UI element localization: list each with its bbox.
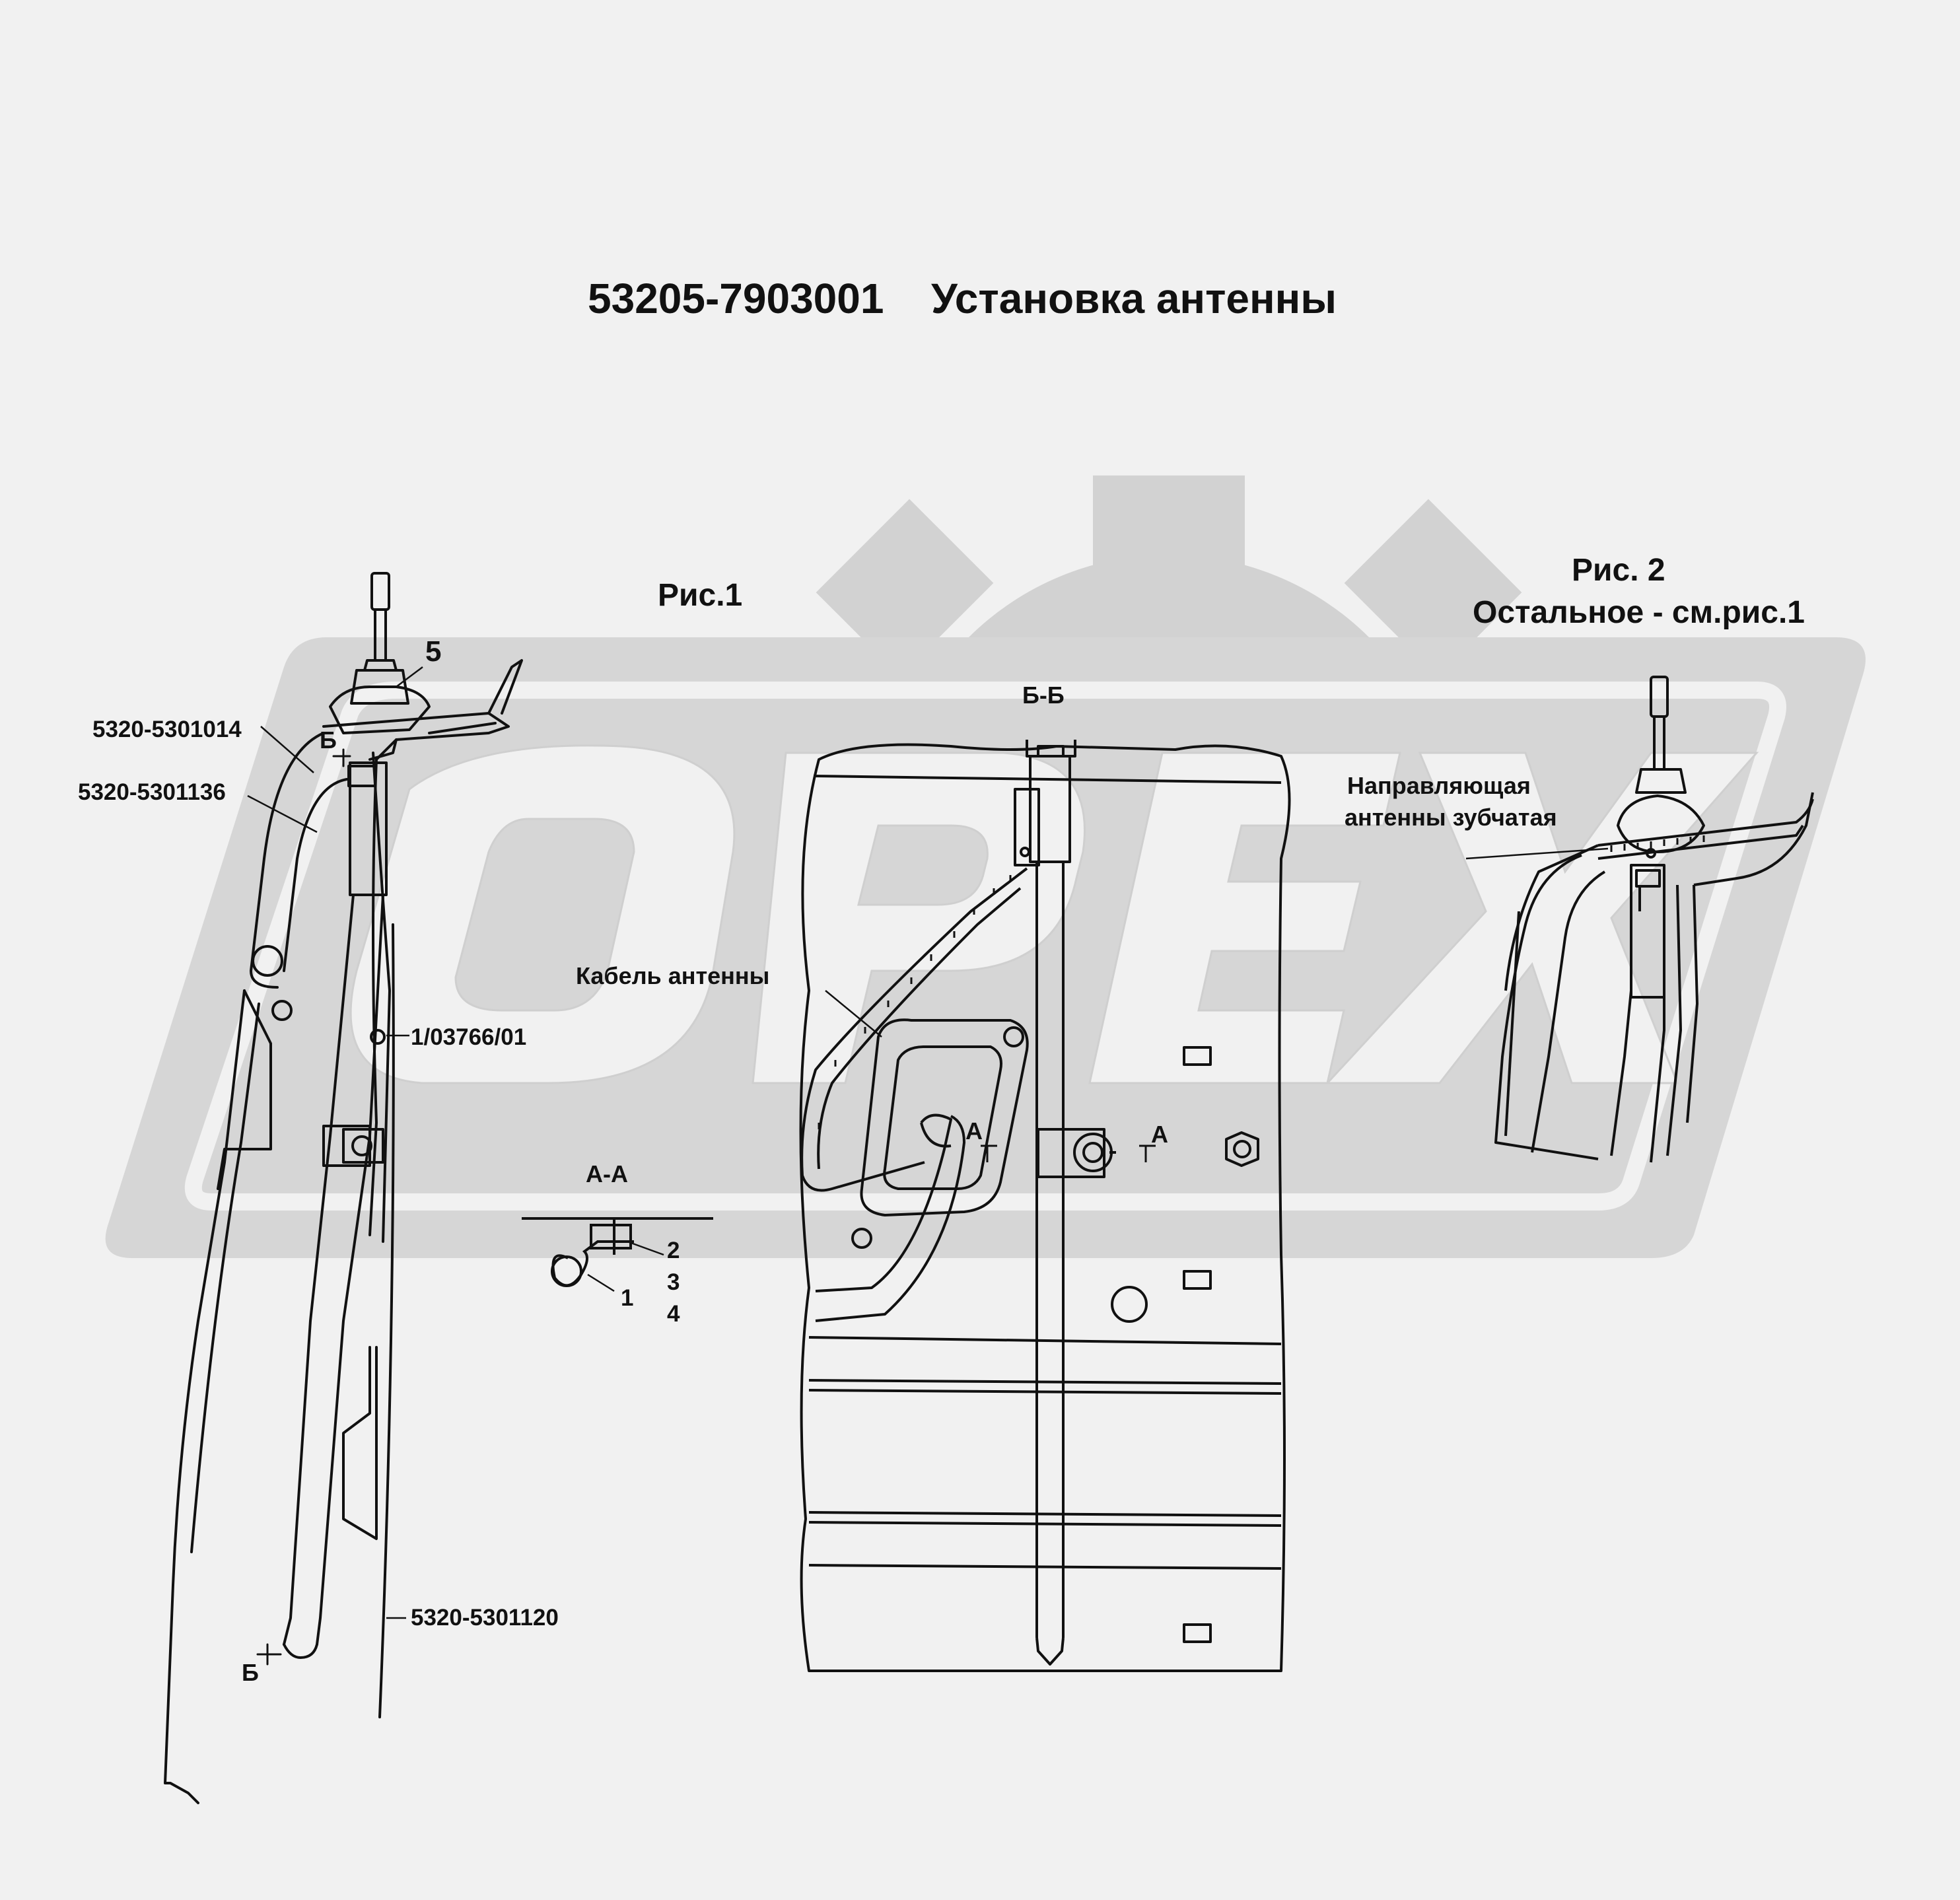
hinge-ball xyxy=(252,945,283,977)
item-5-label: 5 xyxy=(425,635,442,668)
section-a-marker-right: А xyxy=(1151,1121,1168,1148)
side-view-drawing xyxy=(164,572,523,1804)
title-name: Установка антенны xyxy=(931,275,1337,322)
fig2-note: Остальное - см.рис.1 xyxy=(1473,595,1805,630)
section-bb-view xyxy=(799,740,1291,1672)
detail-number-3: 3 xyxy=(667,1269,680,1295)
detail-number-2: 2 xyxy=(667,1238,680,1263)
leader-lines-left xyxy=(247,666,423,1619)
watermark-letters xyxy=(349,744,1759,1084)
guide-callout-line2: антенны зубчатая xyxy=(1345,804,1557,831)
title-code: 53205-7903001 xyxy=(588,275,884,322)
antenna-tip xyxy=(370,572,390,611)
cable-leader-line xyxy=(825,990,882,1038)
fig2-label: Рис. 2 xyxy=(1572,553,1665,588)
section-bb-title: Б-Б xyxy=(1022,682,1065,709)
fig2-view xyxy=(1494,676,1814,1163)
antenna-cable-callout: Кабель антенны xyxy=(576,962,770,989)
part-number-5320-5301120: 5320-5301120 xyxy=(411,1605,559,1631)
mast-sleeve xyxy=(349,761,388,896)
section-aa-title: А-А xyxy=(586,1160,628,1187)
part-number-5320-5301014: 5320-5301014 xyxy=(92,717,242,742)
section-b-marker-top: Б xyxy=(320,726,337,754)
detail-number-1: 1 xyxy=(621,1285,634,1311)
section-aa-detail xyxy=(522,1217,713,1292)
section-b-marker-bottom: Б xyxy=(242,1659,259,1686)
antenna-base-nut xyxy=(350,669,409,705)
part-number-1-03766-01: 1/03766/01 xyxy=(411,1024,527,1050)
guide-leader-line xyxy=(1465,847,1609,860)
watermark-logo xyxy=(105,475,1866,1258)
part-number-5320-5301136: 5320-5301136 xyxy=(78,779,226,805)
guide-callout-line1: Направляющая xyxy=(1347,772,1531,799)
detail-number-4: 4 xyxy=(667,1301,680,1327)
fig1-label: Рис.1 xyxy=(658,578,743,613)
drawing-title: 53205-7903001 Установка антенны xyxy=(588,277,1337,320)
section-a-marker-left: А xyxy=(965,1117,983,1144)
